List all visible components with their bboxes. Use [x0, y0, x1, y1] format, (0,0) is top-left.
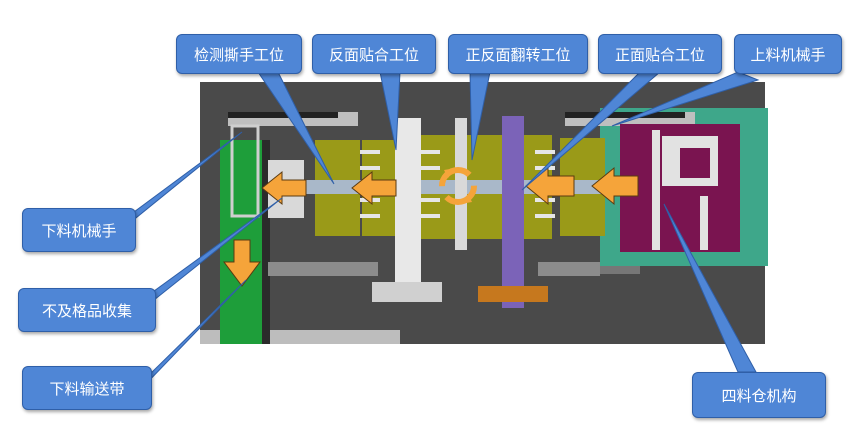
front-laminate-head [478, 286, 548, 302]
label-flip-station: 正反面翻转工位 [448, 34, 588, 74]
flow-arrow-icon [261, 170, 307, 206]
conveyor-side [262, 140, 270, 344]
flow-arrows [223, 166, 639, 287]
flow-arrow-icon [591, 166, 639, 206]
cylinder-right [538, 262, 600, 276]
flow-arrow-icon [351, 170, 397, 206]
label-four-magazine: 四料仓机构 [692, 372, 826, 418]
label-inspect-peel: 检测撕手工位 [176, 34, 302, 74]
back-laminate-head [372, 282, 442, 302]
label-unload-conveyor: 下料输送带 [22, 366, 152, 410]
magazine-rail-v [652, 130, 660, 250]
rail-bottom-right [600, 266, 640, 274]
front-laminate-column [502, 116, 524, 308]
flow-arrow-icon [525, 166, 575, 206]
label-unload-robot: 下料机械手 [22, 208, 136, 252]
unload-robot-frame [230, 124, 260, 218]
magazine-tray-inner [680, 148, 710, 178]
pointer-load [611, 71, 760, 127]
label-front-laminate: 正面贴合工位 [598, 34, 722, 74]
top-rail-left-dark [228, 112, 338, 118]
magazine-rail-v2 [700, 196, 708, 250]
callout-pointers [125, 71, 760, 389]
label-back-laminate: 反面贴合工位 [312, 34, 436, 74]
flip-shaft [455, 118, 467, 250]
rotate-arrows-icon [439, 167, 477, 205]
back-laminate-column [395, 118, 421, 300]
flow-arrow-icon [223, 239, 261, 287]
label-reject-collect: 不及格品收集 [18, 288, 156, 332]
label-load-robot: 上料机械手 [734, 34, 842, 74]
cylinder-left [268, 262, 378, 276]
top-rail-right-dark [565, 112, 685, 118]
